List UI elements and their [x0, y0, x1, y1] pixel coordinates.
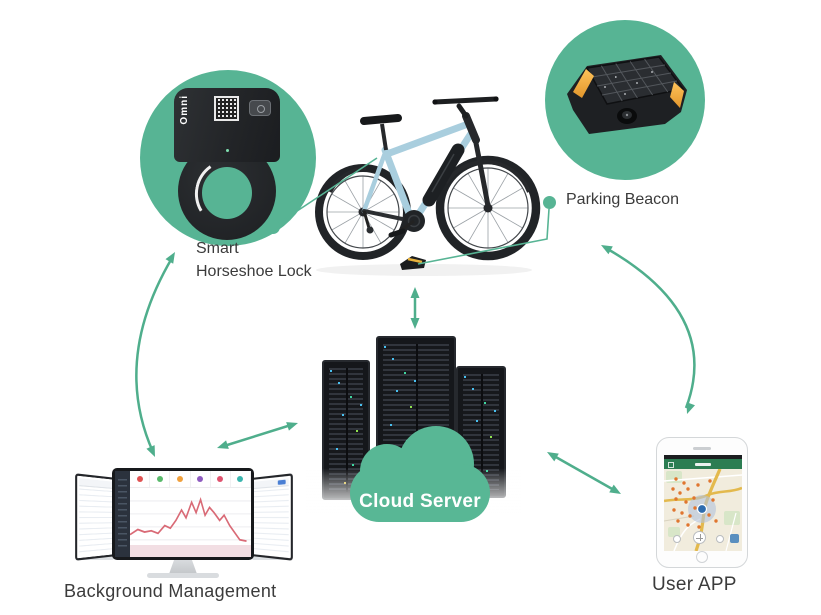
arrow-app-beacon: [603, 245, 696, 409]
lock-label: Smart Horseshoe Lock: [196, 240, 312, 280]
reflective-stripe-left: [573, 69, 594, 98]
reflective-stripe-right: [670, 82, 684, 108]
horseshoe-lock-body: Omni: [174, 88, 280, 162]
map-view: [664, 468, 742, 551]
arrow-cloud-management: [223, 423, 292, 448]
dashboard-stats: [130, 471, 252, 488]
map-button: [716, 535, 724, 543]
map-badge: [730, 534, 739, 543]
status-led: [226, 149, 229, 152]
dashboard-chart: [129, 488, 251, 545]
home-button: [696, 551, 708, 563]
ebike-illustration: [315, 96, 541, 276]
speaker-slot: [693, 447, 711, 450]
background-management-label: Background Management: [64, 581, 277, 601]
beacon-circle: [545, 20, 705, 180]
ground-beacon: [400, 256, 426, 270]
user-app-label: User APP: [652, 574, 737, 595]
arrow-lock-management: [135, 257, 174, 453]
monitor-center: [112, 468, 254, 560]
cloud-icon: Cloud Server: [350, 426, 490, 522]
callout-dot: [543, 196, 556, 209]
bike-location-pins: [671, 477, 718, 529]
map-controls: [664, 531, 742, 545]
arrow-cloud-app: [553, 454, 615, 492]
handlebar: [432, 96, 499, 105]
parking-beacon-device: [567, 55, 687, 134]
dashboard-sidebar: [115, 471, 130, 557]
omni-logo: Omni: [179, 95, 190, 125]
smartphone: [656, 437, 748, 568]
parking-beacon-label: Parking Beacon: [566, 191, 679, 208]
current-location-marker: [696, 503, 708, 515]
solar-panel: [585, 56, 685, 105]
cloud-server-label: Cloud Server: [359, 491, 481, 512]
lock-circle: Omni: [140, 70, 316, 246]
phone-screen: [664, 455, 742, 551]
saddle: [360, 114, 402, 125]
map-button: [673, 535, 681, 543]
battery: [422, 143, 465, 207]
monitor-stand: [169, 560, 197, 574]
compass-button: [693, 531, 706, 544]
app-header: [664, 459, 742, 469]
nfc-icon: [249, 100, 271, 116]
qr-code-icon: [214, 96, 239, 121]
